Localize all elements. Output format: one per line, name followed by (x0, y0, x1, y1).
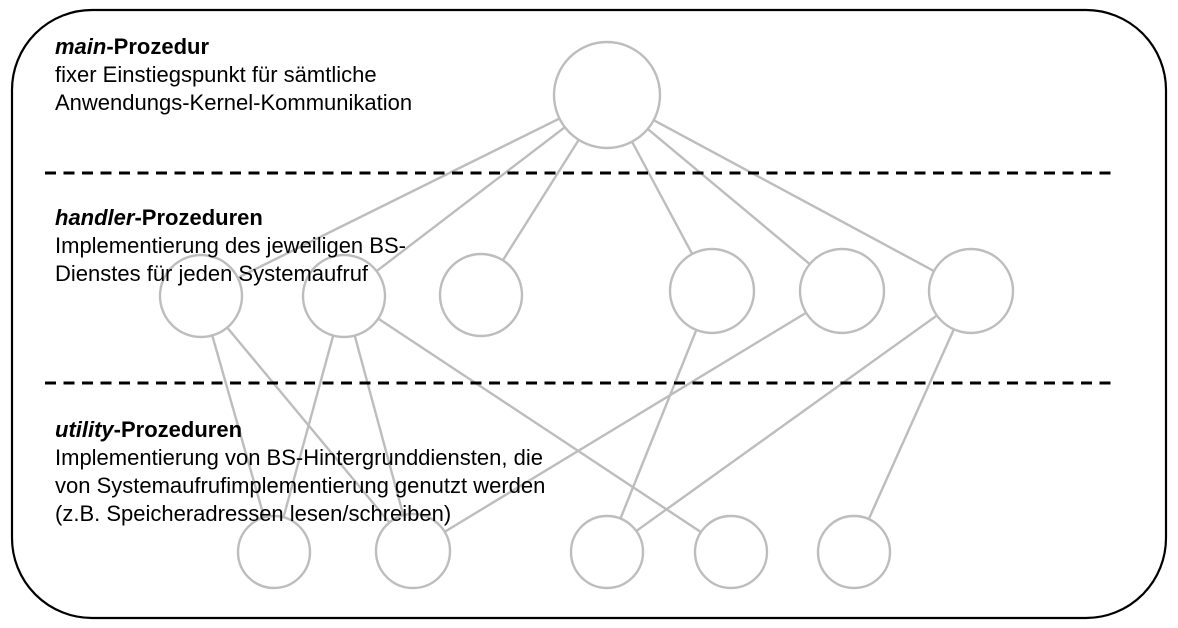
border-rect (10, 8, 1168, 620)
handler-layer-desc-line: Dienstes für jeden Systemaufruf (55, 261, 369, 286)
edge-handler-1-utility-1 (199, 295, 276, 553)
node-utility-5 (816, 514, 892, 590)
main-layer-title-em: main (55, 34, 107, 59)
main-layer-title-rest: -Prozedur (106, 34, 210, 59)
handler-layer-label: handler-Prozeduren Implementierung des j… (55, 204, 406, 288)
node-handler-6 (927, 247, 1015, 335)
node-handler-3 (438, 252, 524, 338)
node-handler-2 (301, 253, 387, 339)
main-layer-desc-line: Anwendungs-Kernel-Kommunikation (55, 90, 413, 115)
edge-handler-4-utility-3 (605, 290, 714, 553)
node-utility-3 (569, 514, 645, 590)
node-handler-5 (798, 247, 886, 335)
utility-layer-desc-line: Implementierung von BS-Hintergrunddienst… (55, 445, 543, 470)
main-layer-title: main-Prozedur (55, 33, 412, 61)
edge-handler-1-utility-2 (200, 295, 414, 552)
edge-main-handler-6 (606, 93, 972, 293)
main-layer-desc-line: fixer Einstiegspunkt für sämtliche (55, 62, 377, 87)
handler-layer-title: handler-Prozeduren (55, 204, 406, 232)
utility-layer-title-rest: -Prozeduren (113, 417, 243, 442)
handler-layer-desc-line: Implementierung des jeweiligen BS- (55, 233, 406, 258)
utility-layer-label: utility-Prozeduren Implementierung von B… (55, 416, 545, 528)
rounded-border (10, 8, 1168, 620)
utility-layer-title-em: utility (55, 417, 114, 442)
main-layer-label: main-Prozedur fixer Einstiegspunkt für s… (55, 33, 412, 117)
node-handler-4 (668, 247, 756, 335)
edge-main-handler-1 (200, 93, 608, 298)
utility-layer-desc-line: von Systemaufrufimplementierung genutzt … (55, 473, 546, 498)
node-main (552, 40, 662, 150)
edge-handler-5-utility-2 (412, 289, 843, 553)
utility-layer-desc-line: (z.B. Speicheradressen lesen/schreiben) (55, 501, 452, 526)
procedure-nodes (158, 40, 1015, 590)
handler-layer-title-rest: -Prozeduren (134, 205, 263, 230)
layer-separators (45, 171, 1112, 385)
node-utility-4 (693, 514, 769, 590)
utility-layer-title: utility-Prozeduren (55, 416, 545, 444)
node-handler-1 (158, 253, 244, 339)
handler-layer-title-em: handler (55, 205, 135, 230)
edge-handler-2-utility-1 (272, 295, 346, 553)
node-utility-1 (236, 514, 312, 590)
edge-handler-6-utility-5 (852, 290, 973, 553)
edge-handler-6-utility-3 (606, 290, 972, 553)
edge-handler-2-utility-2 (342, 295, 415, 552)
node-utility-2 (374, 512, 452, 590)
edge-main-handler-2 (343, 94, 608, 297)
